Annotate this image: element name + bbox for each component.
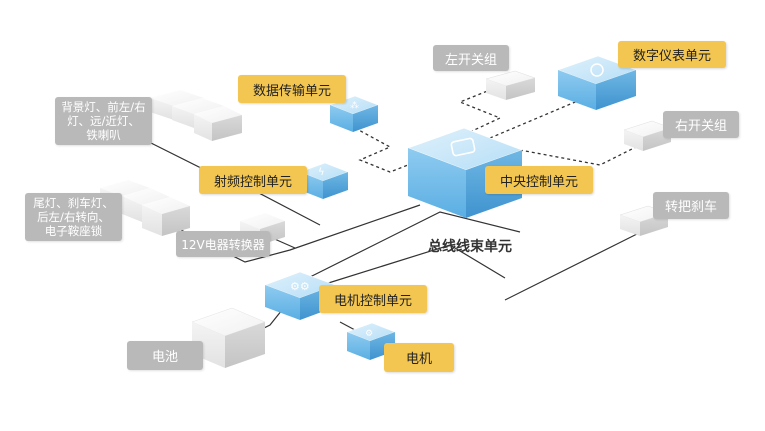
motor-block: ⚙ <box>346 322 396 360</box>
front-lights-label: 背景灯、前左/右 灯、远/近灯、 铁喇叭 <box>55 97 152 145</box>
converter-label: 12V电器转换器 <box>176 231 270 257</box>
gauge-icon <box>590 63 604 77</box>
central-unit-label: 中央控制单元 <box>485 166 593 194</box>
dash-right-switch <box>519 144 641 166</box>
motor-control-label: 电机控制单元 <box>319 285 427 313</box>
bus-harness-title: 总线线束单元 <box>428 239 512 255</box>
left-switch-block <box>485 70 536 100</box>
wire-motor-ctrl-right <box>321 244 506 286</box>
dash-digital-meter <box>489 99 581 139</box>
rf-control-label: 射频控制单元 <box>199 166 307 194</box>
dashed-lines <box>354 87 641 173</box>
rear-lights-label: 尾灯、刹车灯、 后左/右转向、 电子鞍座锁 <box>25 193 122 241</box>
front-lights-block <box>150 90 242 141</box>
dash-data-transfer <box>354 127 409 173</box>
motor-label: 电机 <box>384 343 454 372</box>
signal-icon: ϟ <box>318 167 325 178</box>
dash-left-switch <box>458 87 502 133</box>
motor-gear-icon: ⚙ <box>365 329 373 339</box>
chip-icon <box>450 137 476 157</box>
data-transfer-block: ⁂ <box>329 95 379 132</box>
wire-motor <box>339 321 356 331</box>
gears-icon: ⚙⚙ <box>290 280 310 293</box>
rf-control-block: ϟ <box>299 162 349 199</box>
network-icon: ⁂ <box>350 100 359 111</box>
left-switch-label: 左开关组 <box>433 45 509 71</box>
battery-label: 电池 <box>127 341 203 370</box>
right-switch-label: 右开关组 <box>663 111 739 138</box>
digital-meter-label: 数字仪表单元 <box>618 41 726 68</box>
data-transfer-label: 数据传输单元 <box>238 75 346 103</box>
wire-bus-to-motor-ctrl <box>299 211 521 283</box>
handle-brake-label: 转把刹车 <box>653 192 729 219</box>
battery-block <box>191 307 266 368</box>
digital-meter-block <box>557 55 637 110</box>
